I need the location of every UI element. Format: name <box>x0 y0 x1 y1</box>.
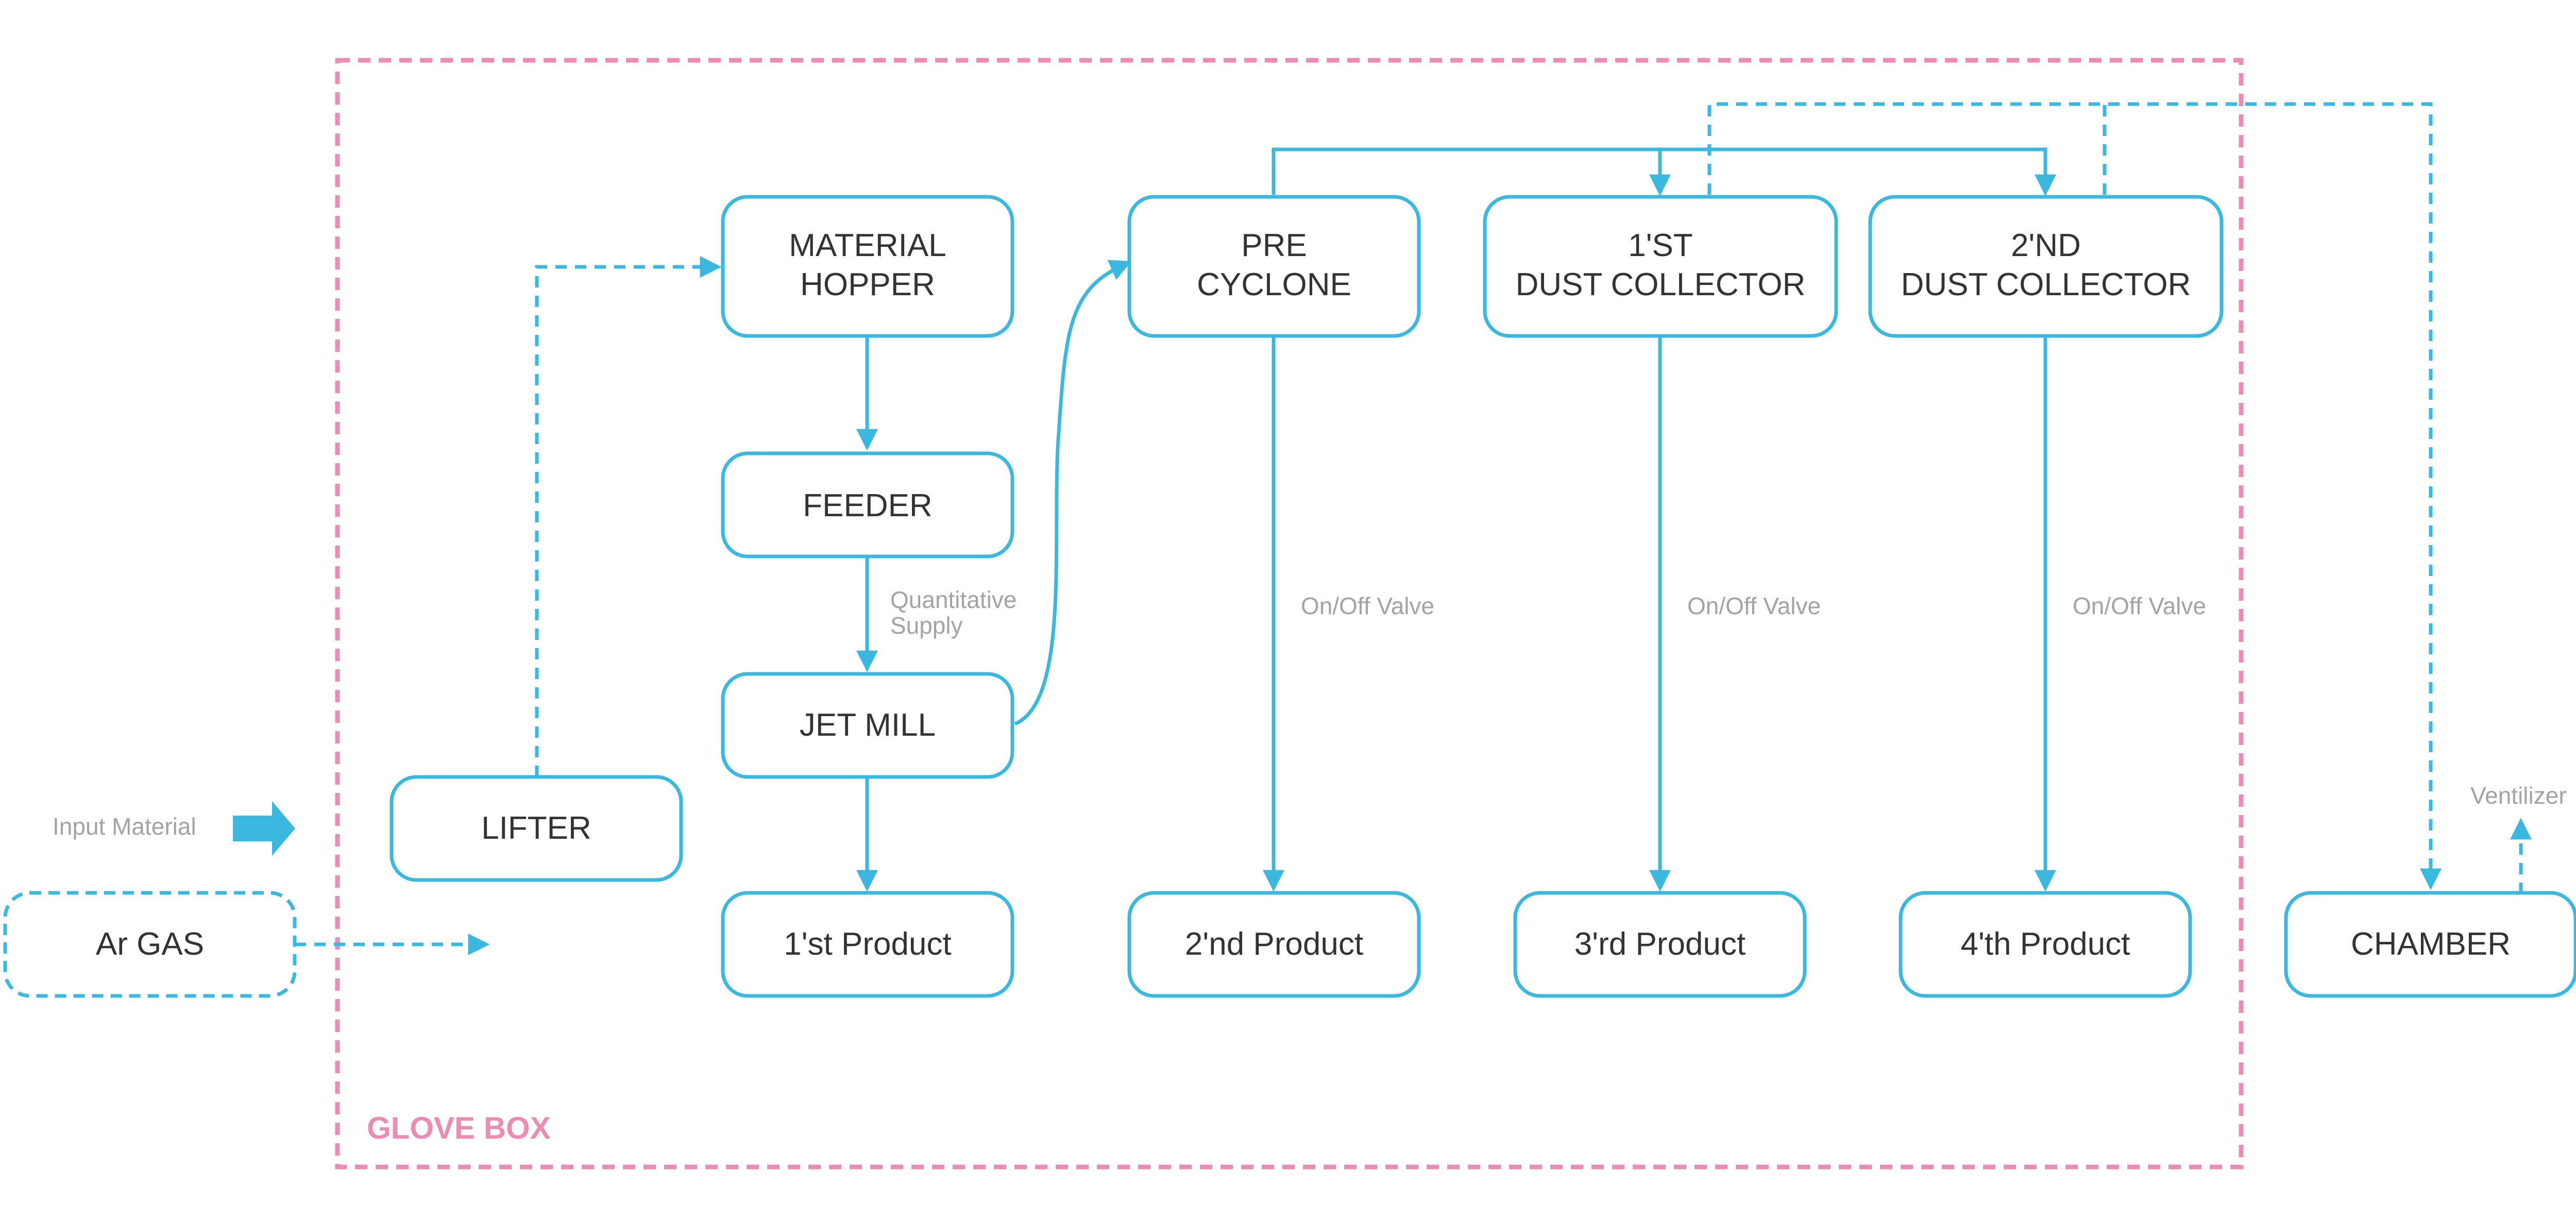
chamber-label: CHAMBER <box>2351 926 2511 962</box>
ventilizer-note: Ventilizer <box>2470 782 2567 809</box>
lifter-label: LIFTER <box>481 810 591 846</box>
product-1-box[interactable]: 1'st Product <box>721 891 1014 998</box>
ar-gas-box[interactable]: Ar GAS <box>3 891 297 998</box>
valve-2-note: On/Off Valve <box>1687 592 1821 619</box>
dust-collector-2-box[interactable]: 2'ND DUST COLLECTOR <box>1868 195 2224 338</box>
dust-collector-2-label-line2: DUST COLLECTOR <box>1901 267 2191 302</box>
feeder-box[interactable]: FEEDER <box>721 451 1014 558</box>
material-hopper-box[interactable]: MATERIAL HOPPER <box>721 195 1014 338</box>
pre-cyclone-label-line1: PRE <box>1241 228 1307 263</box>
product-2-box[interactable]: 2'nd Product <box>1127 891 1421 998</box>
lifter-box[interactable]: LIFTER <box>389 775 683 882</box>
input-material-arrow-icon <box>233 801 295 856</box>
quantitative-supply-note-line2: Supply <box>890 612 963 639</box>
valve-1-note: On/Off Valve <box>1301 592 1434 619</box>
material-hopper-label-line1: MATERIAL <box>789 228 946 263</box>
ar-gas-label: Ar GAS <box>96 926 204 962</box>
feeder-label: FEEDER <box>803 488 932 523</box>
material-hopper-label-line2: HOPPER <box>800 267 935 302</box>
glove-box-boundary <box>335 58 2244 1170</box>
precyclone-to-collector2-line <box>1660 147 2056 196</box>
input-material-note: Input Material <box>53 813 196 840</box>
product-4-label: 4'th Product <box>1961 926 2130 962</box>
pre-cyclone-box[interactable]: PRE CYCLONE <box>1127 195 1421 338</box>
dust-collector-1-label-line1: 1'ST <box>1628 228 1693 263</box>
product-2-label: 2'nd Product <box>1185 926 1363 962</box>
dust-collector-1-label-line2: DUST COLLECTOR <box>1516 267 1806 302</box>
quantitative-supply-note-line1: Quantitative <box>890 586 1016 613</box>
jet-mill-box[interactable]: JET MILL <box>721 672 1014 779</box>
dust-collector-1-box[interactable]: 1'ST DUST COLLECTOR <box>1483 195 1838 338</box>
pre-cyclone-label-line2: CYCLONE <box>1197 267 1351 302</box>
valve-3-note: On/Off Valve <box>2073 592 2206 619</box>
chamber-box[interactable]: CHAMBER <box>2284 891 2576 998</box>
product-1-label: 1'st Product <box>784 926 951 962</box>
glove-box-label: GLOVE BOX <box>367 1111 551 1145</box>
dust-collector-2-label-line1: 2'ND <box>2011 228 2081 263</box>
lifter-to-hopper-arrow <box>535 256 722 777</box>
collector1-to-chamber-exhaust <box>1707 102 2442 890</box>
jetmill-to-precyclone-arrow <box>1014 260 1132 726</box>
precyclone-to-collector1-line <box>1272 147 1671 196</box>
product-4-box[interactable]: 4'th Product <box>1899 891 2192 998</box>
product-3-box[interactable]: 3'rd Product <box>1513 891 1807 998</box>
jet-mill-label: JET MILL <box>800 707 936 743</box>
product-3-label: 3'rd Product <box>1574 926 1745 962</box>
